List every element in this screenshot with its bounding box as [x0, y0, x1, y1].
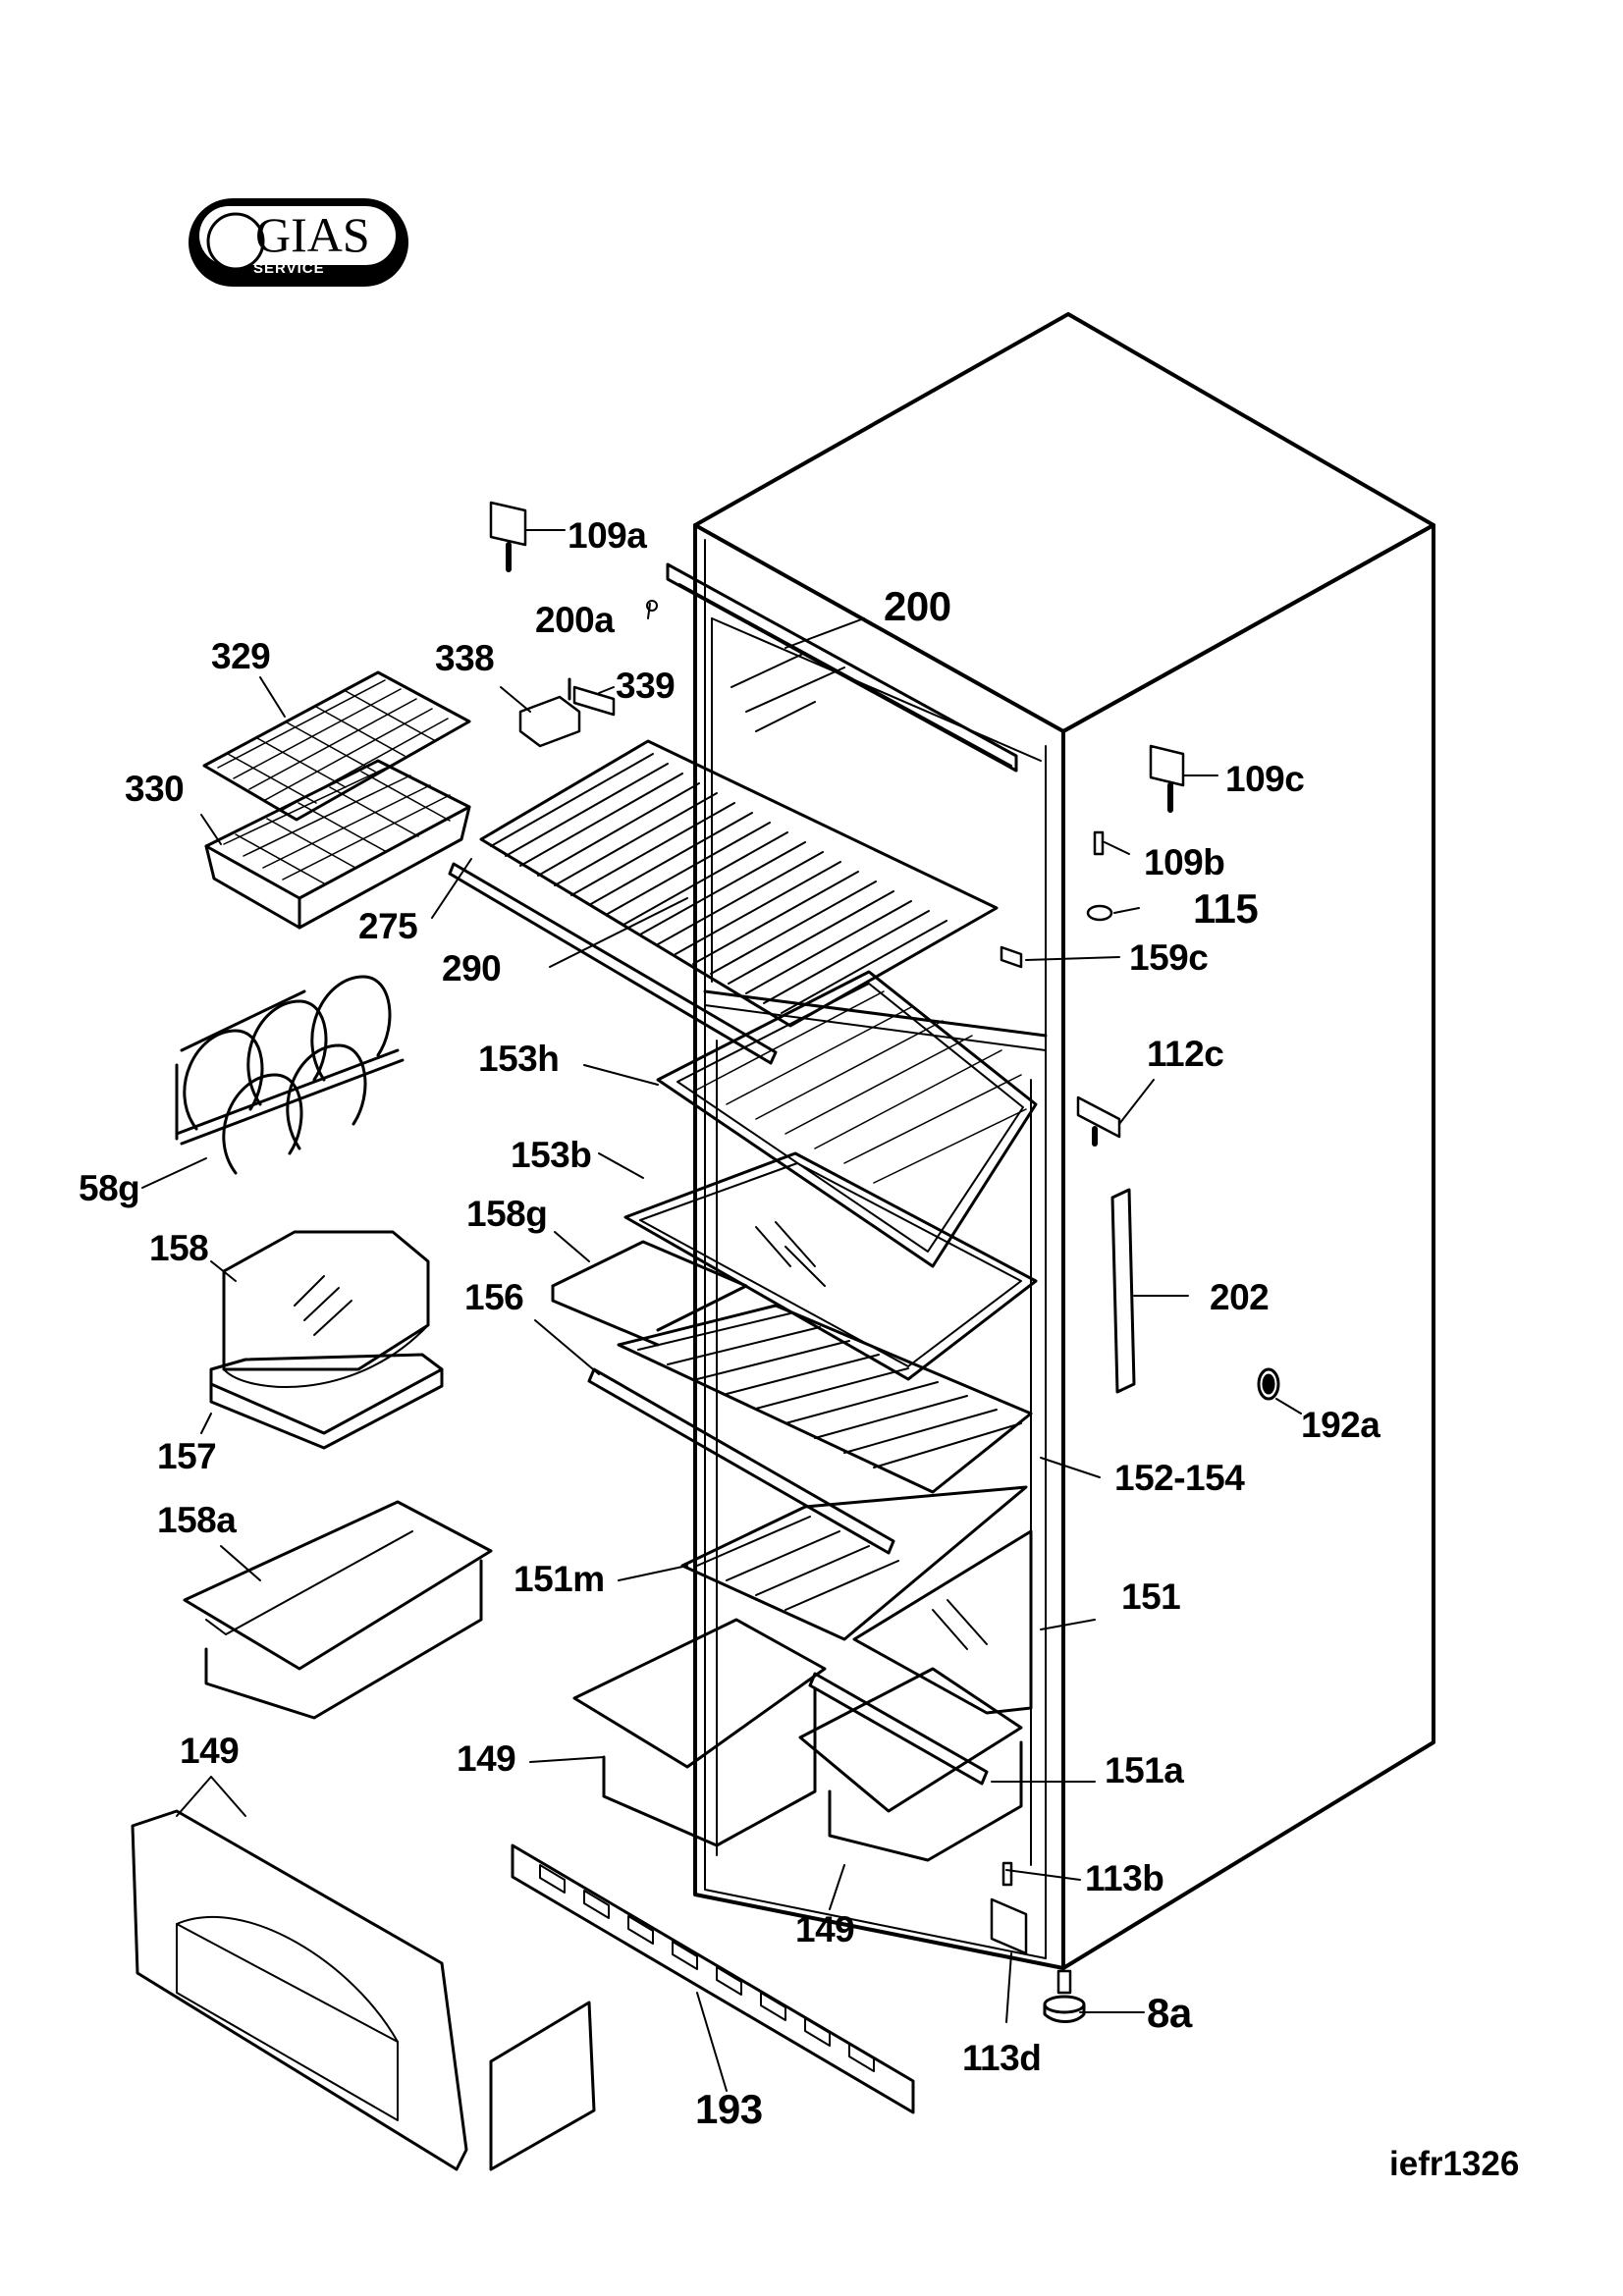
drawing-reference-code: iefr1326 — [1389, 2145, 1520, 2183]
label-200: 200 — [884, 583, 951, 629]
label-156: 156 — [464, 1277, 524, 1317]
leader-lines — [141, 529, 1302, 2092]
part-275-freezer-wire-shelf — [479, 739, 999, 1028]
label-158a: 158a — [157, 1500, 237, 1540]
label-151m: 151m — [514, 1559, 605, 1599]
label-58g: 58g — [79, 1168, 140, 1208]
label-109b: 109b — [1144, 842, 1225, 882]
part-151m-shelf — [680, 1485, 1028, 1641]
part-113d-bottom-hinge — [990, 1897, 1028, 1955]
label-149-left: 149 — [457, 1738, 516, 1779]
part-192a-plug — [1257, 1367, 1280, 1401]
part-158a-crisper-drawer — [183, 1500, 493, 1720]
part-200-freezer-lid-bar — [666, 562, 1018, 773]
label-152-154: 152-154 — [1114, 1458, 1245, 1498]
part-339-hinge-pin — [568, 677, 616, 717]
label-151: 151 — [1121, 1576, 1181, 1617]
label-275: 275 — [358, 906, 418, 946]
label-151a: 151a — [1105, 1750, 1184, 1790]
part-149-crisper-right — [798, 1667, 1023, 1862]
logo-wordmark: GIAS — [255, 207, 370, 262]
logo-subtitle: SERVICE — [253, 260, 325, 277]
part-153b-glass-shelf — [623, 1151, 1038, 1381]
label-153b: 153b — [511, 1135, 592, 1175]
label-338: 338 — [435, 638, 495, 678]
label-153h: 153h — [478, 1039, 560, 1079]
label-329: 329 — [211, 636, 271, 676]
label-192a: 192a — [1301, 1405, 1380, 1445]
part-109b-pin — [1093, 830, 1105, 856]
part-153h-glass-shelf-frame — [656, 970, 1038, 1268]
part-151a-front-bar — [808, 1672, 989, 1786]
label-339: 339 — [616, 666, 676, 706]
part-151-glass-crisper-cover — [852, 1529, 1033, 1715]
label-193: 193 — [695, 2086, 763, 2132]
label-330: 330 — [125, 769, 185, 809]
part-8a-adjustable-foot — [1043, 1969, 1086, 2023]
part-156-shelf-front-bar — [587, 1367, 895, 1555]
part-109c-hinge — [1149, 744, 1185, 813]
part-329-ice-tray-lid — [202, 670, 471, 822]
part-338-block — [518, 695, 581, 748]
part-193-kick-plate — [511, 1843, 915, 2114]
label-109c: 109c — [1225, 759, 1305, 799]
label-158g: 158g — [466, 1194, 548, 1234]
gias-service-logo: GIAS SERVICE — [187, 196, 410, 289]
part-159c-bushing — [1000, 945, 1023, 969]
label-149-front: 149 — [180, 1731, 240, 1771]
part-112c-middle-hinge — [1076, 1095, 1121, 1147]
label-112c: 112c — [1147, 1034, 1224, 1074]
label-290: 290 — [442, 948, 502, 988]
part-152-154-wire-shelf — [617, 1304, 1033, 1494]
part-113b-pin — [1001, 1861, 1013, 1887]
label-159c: 159c — [1129, 937, 1209, 978]
part-290-shelf-front-bar — [448, 862, 778, 1065]
part-58g-bottle-rack — [175, 975, 405, 1175]
refrigerator-cabinet — [693, 312, 1435, 1970]
part-158-box — [222, 1230, 430, 1388]
part-157-tray — [209, 1353, 444, 1450]
part-149-drawer-front — [131, 1809, 596, 2171]
part-158g-rail — [551, 1240, 748, 1347]
label-8a: 8a — [1147, 1990, 1192, 2036]
part-330-ice-cube-tray — [204, 759, 471, 930]
label-113d: 113d — [962, 2038, 1042, 2078]
gias-service-logo-shape — [189, 198, 408, 287]
label-202: 202 — [1210, 1277, 1270, 1317]
part-149-crisper-left — [572, 1618, 827, 1847]
part-109a-top-hinge — [489, 501, 527, 572]
part-115-washer — [1086, 904, 1113, 922]
label-109a: 109a — [568, 515, 647, 556]
label-157: 157 — [157, 1436, 217, 1476]
part-202-handle — [1110, 1188, 1136, 1394]
label-115: 115 — [1193, 885, 1259, 932]
part-200a-pin — [646, 600, 658, 612]
label-158: 158 — [149, 1228, 209, 1268]
label-200a: 200a — [535, 600, 615, 640]
label-149-right: 149 — [795, 1909, 855, 1949]
label-113b: 113b — [1085, 1858, 1164, 1898]
